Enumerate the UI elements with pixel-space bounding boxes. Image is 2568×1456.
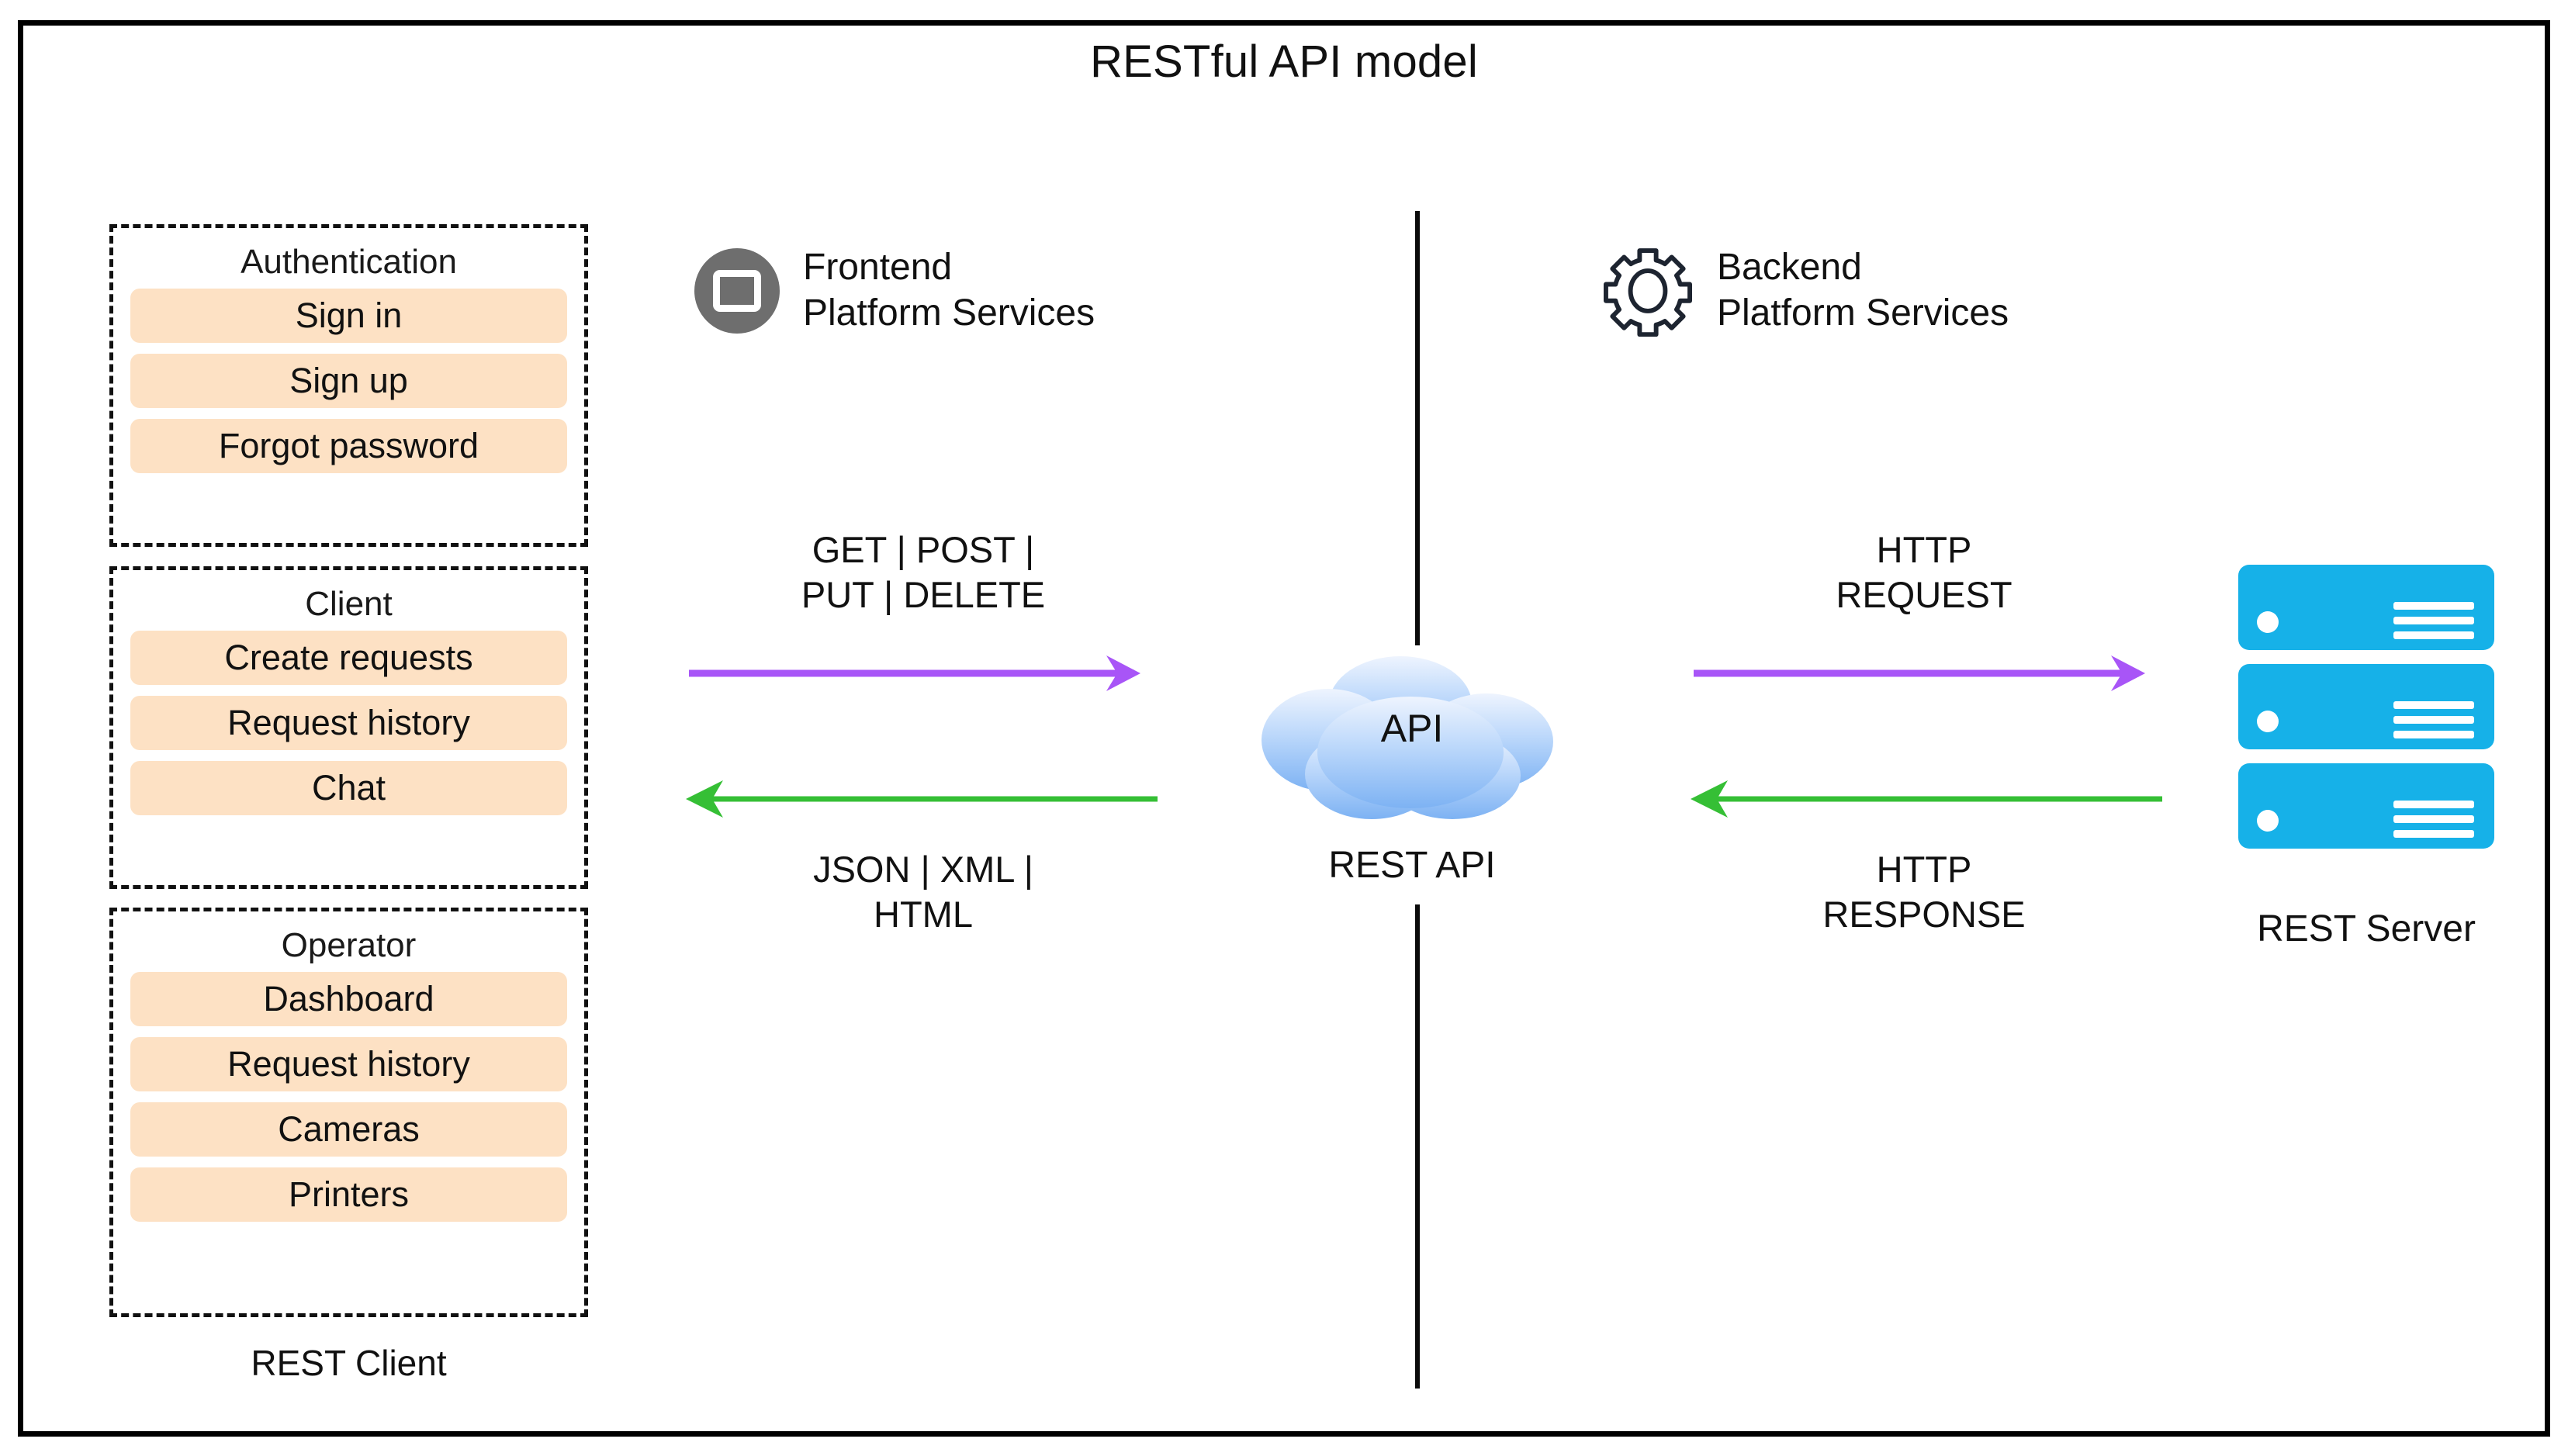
rest-api-caption: REST API xyxy=(1328,845,1496,886)
chip-forgot-password[interactable]: Forgot password xyxy=(130,419,567,473)
group-client: Client Create requests Request history C… xyxy=(109,566,588,889)
gear-icon xyxy=(1604,248,1692,337)
backend-platform-services: Backend Platform Services xyxy=(1602,245,2009,337)
server-rack xyxy=(2238,763,2494,849)
label-http-request: HTTP REQUEST xyxy=(1836,529,2013,616)
group-operator: Operator Dashboard Request history Camer… xyxy=(109,908,588,1317)
browser-window-icon xyxy=(694,247,780,334)
label-http-response: HTTP RESPONSE xyxy=(1822,849,2026,936)
group-authentication: Authentication Sign in Sign up Forgot pa… xyxy=(109,224,588,547)
cloud-icon xyxy=(1262,656,1553,819)
rest-server-caption: REST Server xyxy=(2257,908,2476,949)
chip-create-requests[interactable]: Create requests xyxy=(130,631,567,685)
group-title-operator: Operator xyxy=(281,926,417,964)
chip-printers[interactable]: Printers xyxy=(130,1167,567,1222)
backend-service-label: Backend Platform Services xyxy=(1717,247,2009,334)
arrow-server-to-api xyxy=(1691,780,2162,818)
chip-request-history-operator[interactable]: Request history xyxy=(130,1037,567,1091)
chip-cameras[interactable]: Cameras xyxy=(130,1102,567,1157)
server-status-dot xyxy=(2257,810,2279,832)
chip-request-history-client[interactable]: Request history xyxy=(130,696,567,750)
chip-sign-up[interactable]: Sign up xyxy=(130,354,567,408)
chip-chat[interactable]: Chat xyxy=(130,761,567,815)
label-http-methods: GET | POST | PUT | DELETE xyxy=(801,529,1046,616)
arrow-api-to-server xyxy=(1694,655,2145,691)
vertical-divider-bottom xyxy=(1415,904,1420,1389)
server-status-dot xyxy=(2257,711,2279,732)
server-vent-lines xyxy=(2393,602,2474,646)
chip-sign-in[interactable]: Sign in xyxy=(130,289,567,343)
arrow-client-to-api xyxy=(689,655,1140,691)
server-vent-lines xyxy=(2393,801,2474,845)
label-response-formats: JSON | XML | HTML xyxy=(813,849,1033,936)
server-status-dot xyxy=(2257,611,2279,633)
server-vent-lines xyxy=(2393,701,2474,745)
vertical-divider-top xyxy=(1415,211,1420,645)
chip-dashboard[interactable]: Dashboard xyxy=(130,972,567,1026)
server-rack xyxy=(2238,565,2494,650)
group-title-client: Client xyxy=(305,585,393,623)
arrow-api-to-client xyxy=(686,780,1158,818)
frontend-service-label: Frontend Platform Services xyxy=(803,247,1095,334)
rest-client-caption: REST Client xyxy=(251,1343,447,1383)
frontend-platform-services: Frontend Platform Services xyxy=(694,245,1095,336)
page-title: RESTful API model xyxy=(1090,36,1478,87)
cloud-api-label: API xyxy=(1380,707,1444,750)
server-rack xyxy=(2238,664,2494,749)
rest-server-icon xyxy=(2238,565,2494,875)
group-title-authentication: Authentication xyxy=(241,243,457,281)
